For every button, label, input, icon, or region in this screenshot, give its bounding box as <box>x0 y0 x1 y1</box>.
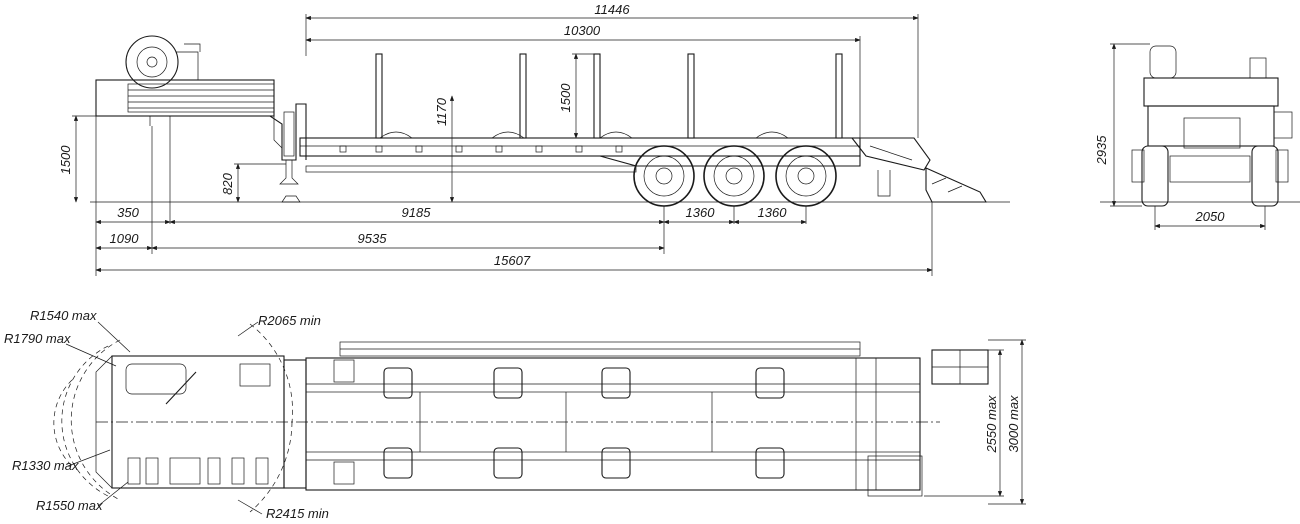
ramp <box>925 167 987 203</box>
deck-frame <box>299 137 861 157</box>
front-module <box>95 35 307 203</box>
dim-width-3000: 3000 max <box>1006 395 1021 453</box>
dim-track-width: 2050 <box>1195 209 1226 224</box>
label-r1790: R1790 max <box>4 331 71 346</box>
side-view: 11446 10300 1500 1170 1500 820 <box>58 2 1010 276</box>
axle-group <box>599 145 861 207</box>
label-r1330: R1330 max <box>12 458 79 473</box>
label-r2415: R2415 min <box>266 506 329 521</box>
label-r2065: R2065 min <box>258 313 321 328</box>
dim-width-2550: 2550 max <box>984 395 999 454</box>
label-r1540: R1540 max <box>30 308 97 323</box>
dim-kingpin-center: 9535 <box>358 231 388 246</box>
dim-kingpin-axle: 9185 <box>402 205 432 220</box>
dim-overall-top: 11446 <box>594 2 630 17</box>
dim-axle-spacing-2: 1360 <box>758 205 788 220</box>
rear-ramps <box>850 137 987 203</box>
rear-right-wheel <box>1251 145 1279 207</box>
landing-gear <box>279 160 299 185</box>
front-box <box>95 79 275 117</box>
front-grille <box>127 83 275 113</box>
main-deck <box>299 53 861 173</box>
wheel-2 <box>703 145 765 207</box>
label-r1550: R1550 max <box>36 498 103 513</box>
dim-axle-spacing-1: 1360 <box>686 205 716 220</box>
top-ramp-lower <box>867 455 923 497</box>
rear-view: 2935 2050 <box>1094 43 1300 230</box>
stakes <box>375 53 843 139</box>
spare-wheel <box>125 35 179 89</box>
top-main-frame <box>305 357 921 491</box>
lower-rail <box>305 165 637 173</box>
dim-deck-length: 10300 <box>564 23 601 38</box>
dim-landing-gear: 820 <box>220 172 235 194</box>
dim-front-kingpin: 1090 <box>110 231 140 246</box>
rear-spare-wheel <box>1149 45 1177 79</box>
dim-gooseneck-height: 1500 <box>58 145 73 175</box>
top-view: R1540 max R1790 max R2065 min R1330 max … <box>4 308 1026 521</box>
wheel-1 <box>633 145 695 207</box>
rear-left-wheel <box>1141 145 1169 207</box>
gooseneck <box>96 103 307 161</box>
dim-stake-height: 1500 <box>558 83 573 113</box>
side-dimensions: 11446 10300 1500 1170 1500 820 <box>58 2 933 276</box>
dim-deck-height: 1170 <box>434 97 449 126</box>
wheel-3 <box>775 145 837 207</box>
dim-overall-length: 15607 <box>494 253 531 268</box>
bolsters <box>383 367 785 479</box>
dim-rear-height: 2935 <box>1094 135 1109 166</box>
dim-front-overhang: 350 <box>117 205 139 220</box>
